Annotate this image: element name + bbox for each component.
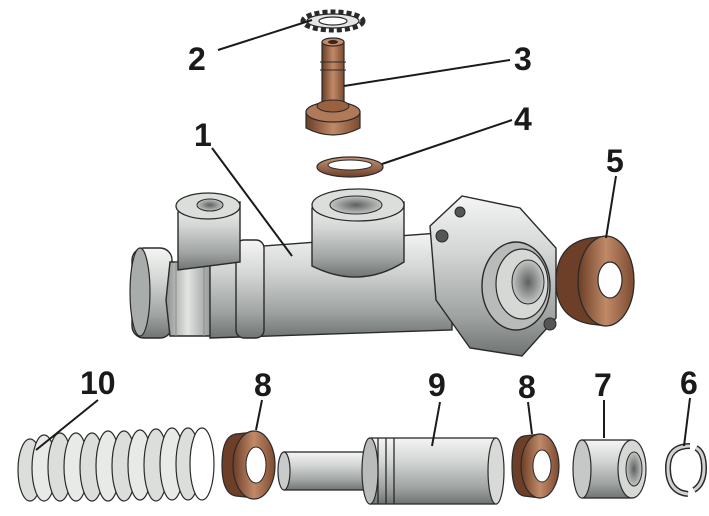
- cylinder-body: [129, 188, 557, 357]
- callout-10: 10: [80, 365, 116, 401]
- callout-1: 1: [194, 117, 212, 153]
- return-spring: [17, 427, 215, 502]
- piston: [277, 437, 505, 505]
- cup-seal-left: [221, 430, 276, 500]
- rubber-boot: [555, 235, 635, 327]
- callout-8-right: 8: [518, 369, 536, 405]
- hose-fitting: [305, 37, 361, 136]
- callout-8-left: 8: [254, 367, 272, 403]
- retaining-ring: [664, 443, 708, 497]
- sealing-washer: [316, 156, 384, 178]
- callout-2: 2: [188, 41, 206, 77]
- callout-5: 5: [606, 143, 624, 179]
- leader-lines: [35, 19, 691, 451]
- callout-6: 6: [680, 365, 698, 401]
- lock-washer: [300, 9, 366, 33]
- callout-3: 3: [514, 41, 532, 77]
- callout-4: 4: [514, 101, 532, 137]
- callout-9: 9: [428, 367, 446, 403]
- callout-7: 7: [594, 367, 612, 403]
- pusher: [572, 439, 647, 499]
- cup-seal-right: [511, 433, 560, 499]
- callout-labels: 1 2 3 4 5 6 7 8 9 8 10: [80, 41, 698, 405]
